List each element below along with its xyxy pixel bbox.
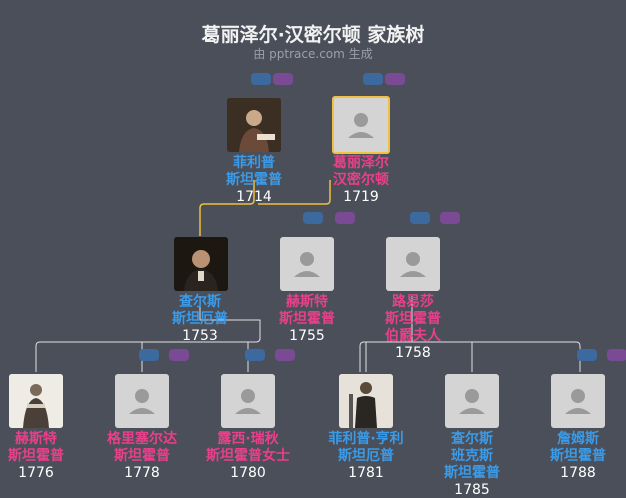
birth-year: 1788 <box>560 465 596 481</box>
child-nav-button[interactable] <box>169 349 189 361</box>
avatar-placeholder <box>551 374 605 428</box>
portrait-photo <box>174 237 228 291</box>
avatar-placeholder <box>332 96 390 154</box>
birth-year: 1780 <box>230 465 266 481</box>
birth-year: 1781 <box>348 465 384 481</box>
person-name: 斯坦霍普 <box>114 448 170 464</box>
spouse-nav-button[interactable] <box>273 73 293 85</box>
portrait-photo <box>9 374 63 428</box>
person-name: 詹姆斯 <box>557 431 599 447</box>
child-nav-button[interactable] <box>139 349 159 361</box>
ancestor-nav-button[interactable] <box>303 212 323 224</box>
person-name: 露西·瑞秋 <box>217 431 279 447</box>
person-name: 菲利普·亨利 <box>328 431 404 447</box>
birth-year: 1755 <box>289 328 325 344</box>
person-name: 葛丽泽尔 <box>333 155 389 171</box>
portrait-photo <box>339 374 393 428</box>
birth-year: 1714 <box>236 189 272 205</box>
ancestor-nav-button[interactable] <box>251 73 271 85</box>
spouse-nav-button[interactable] <box>385 73 405 85</box>
person-name: 斯坦霍普 <box>444 465 500 481</box>
avatar-placeholder <box>280 237 334 291</box>
birth-year: 1776 <box>18 465 54 481</box>
avatar-placeholder <box>115 374 169 428</box>
spouse-nav-button[interactable] <box>440 212 460 224</box>
child-nav-button[interactable] <box>607 349 626 361</box>
portrait-photo <box>227 98 281 152</box>
birth-year: 1758 <box>395 345 431 361</box>
ancestor-nav-button[interactable] <box>363 73 383 85</box>
person-name: 班克斯 <box>451 448 493 464</box>
person-name: 斯坦霍普 <box>8 448 64 464</box>
ancestor-nav-button[interactable] <box>410 212 430 224</box>
child-nav-button[interactable] <box>577 349 597 361</box>
avatar-placeholder <box>445 374 499 428</box>
person-name: 斯坦霍普 <box>550 448 606 464</box>
page-subtitle: 由 pptrace.com 生成 <box>253 47 373 61</box>
person-name: 查尔斯 <box>451 431 493 447</box>
person-name: 格里塞尔达 <box>107 431 177 447</box>
avatar-placeholder <box>221 374 275 428</box>
avatar-placeholder <box>386 237 440 291</box>
person-name: 汉密尔顿 <box>333 172 389 188</box>
child-nav-button[interactable] <box>275 349 295 361</box>
person-name: 斯坦厄普 <box>338 448 394 464</box>
birth-year: 1785 <box>454 482 490 498</box>
person-name: 斯坦厄普 <box>172 311 228 327</box>
birth-year: 1753 <box>182 328 218 344</box>
birth-year: 1719 <box>343 189 379 205</box>
person-name: 路易莎 <box>392 294 434 310</box>
person-name: 斯坦霍普 <box>385 311 441 327</box>
page-title: 葛丽泽尔·汉密尔顿 家族树 <box>201 24 425 46</box>
child-nav-button[interactable] <box>245 349 265 361</box>
person-name: 赫斯特 <box>15 431 57 447</box>
spouse-nav-button[interactable] <box>335 212 355 224</box>
person-name: 斯坦霍普女士 <box>206 448 290 464</box>
birth-year: 1778 <box>124 465 160 481</box>
person-name: 斯坦霍普 <box>226 172 282 188</box>
person-name: 伯爵夫人 <box>385 328 441 344</box>
person-name: 查尔斯 <box>179 294 221 310</box>
person-name: 赫斯特 <box>286 294 328 310</box>
person-name: 斯坦霍普 <box>279 311 335 327</box>
person-name: 菲利普 <box>233 155 275 171</box>
